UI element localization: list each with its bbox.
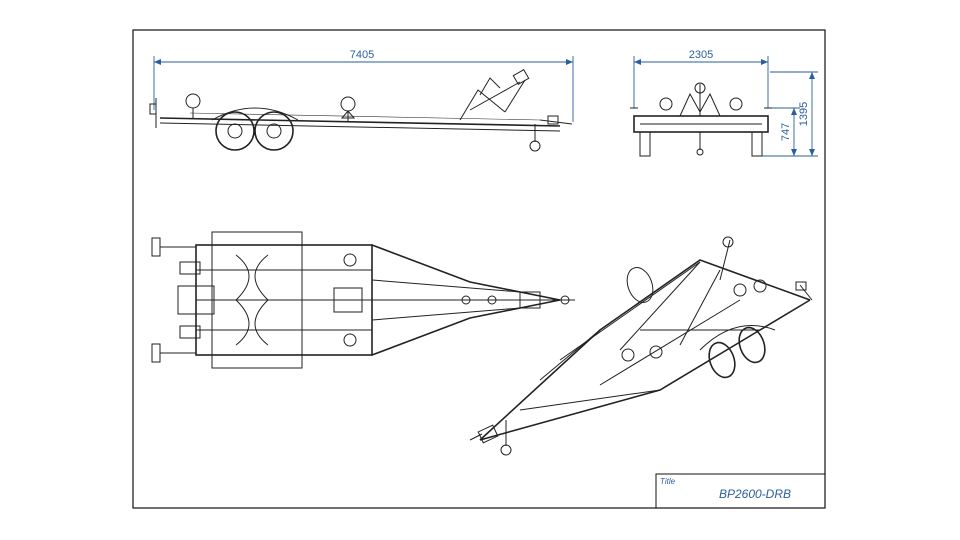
top-view (151, 231, 575, 369)
title-block: Title BP2600-DRB (655, 473, 826, 509)
title-caption: Title (660, 477, 676, 486)
isometric-view (469, 236, 813, 456)
drawing-title: BP2600-DRB (719, 487, 791, 501)
side-view: 7405 (149, 49, 574, 152)
front-height-frame-label: 747 (780, 123, 792, 141)
front-width-dimension: 2305 (633, 49, 769, 108)
front-height-total-label: 1395 (798, 102, 810, 126)
front-height-dimensions: 1395 747 (756, 71, 818, 157)
front-width-label: 2305 (689, 49, 713, 61)
side-length-dimension: 7405 (153, 49, 574, 122)
side-length-label: 7405 (350, 49, 374, 61)
front-view: 2305 1395 747 (630, 49, 818, 157)
sheet-border (132, 29, 826, 509)
